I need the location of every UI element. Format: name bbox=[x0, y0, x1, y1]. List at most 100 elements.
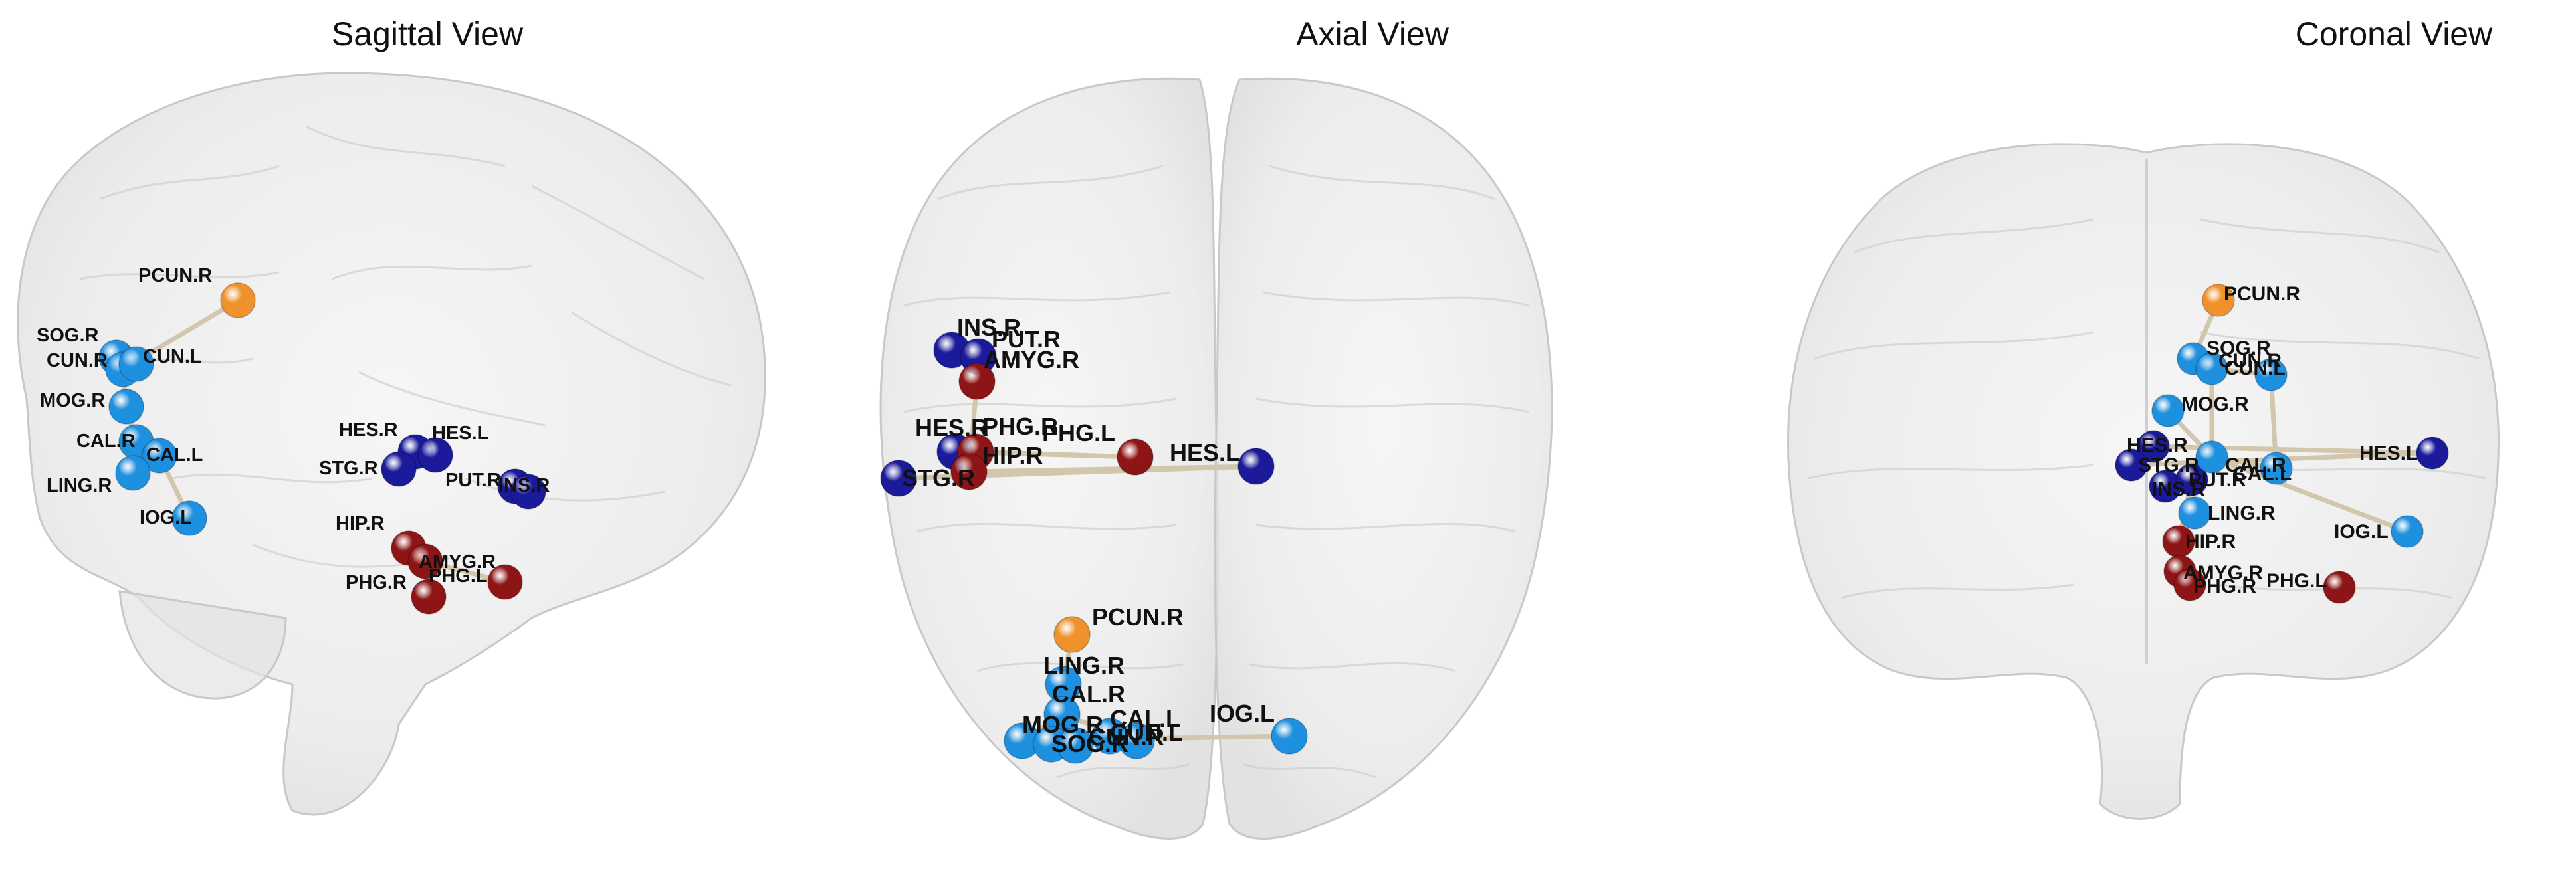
node-cal-l bbox=[142, 438, 177, 474]
gyrus-outline bbox=[172, 473, 373, 484]
nodes bbox=[98, 282, 546, 615]
node-pcun-r bbox=[2202, 284, 2235, 317]
node-label-cun-r: CUN.R bbox=[2218, 350, 2282, 372]
node-label-mog-r: MOG.R bbox=[2181, 393, 2249, 415]
node-label-pcun-r: PCUN.R bbox=[2224, 283, 2300, 305]
labels: INS.RPUT.RAMYG.RHES.RSTG.RPHG.RHIP.RPHG.… bbox=[902, 314, 1275, 757]
node-cun-r bbox=[2195, 352, 2228, 385]
node-phg-l bbox=[2323, 571, 2356, 604]
node-label-hes-r: HES.R bbox=[339, 419, 398, 440]
node-label-iog-l: IOG.L bbox=[2334, 521, 2389, 543]
gyrus-outline bbox=[1854, 218, 2094, 254]
node-label-cal-r: CAL.R bbox=[2225, 454, 2286, 476]
node-label-ling-r: LING.R bbox=[47, 475, 112, 496]
node-cun-l bbox=[2254, 358, 2288, 391]
gyrus-outline bbox=[1262, 291, 1529, 307]
node-label-stg-r: STG.R bbox=[902, 464, 975, 492]
gyrus-outline bbox=[1269, 165, 1496, 201]
node-label-put-r: PUT.R bbox=[445, 470, 501, 491]
node-label-cun-l: CUN.L bbox=[2224, 357, 2286, 379]
node-label-sog-r: SOG.R bbox=[37, 325, 99, 346]
gyrus-outline bbox=[936, 165, 1164, 201]
edge-phg-r-phg-l bbox=[973, 449, 1138, 460]
node-label-pcun-r: PCUN.R bbox=[138, 265, 212, 286]
gyrus-outline bbox=[1807, 464, 2094, 480]
gyrus-outline bbox=[2199, 218, 2440, 254]
node-label-phg-l: PHG.L bbox=[1042, 419, 1115, 446]
gyrus-outline bbox=[465, 477, 665, 502]
node-cal-r bbox=[2195, 440, 2228, 474]
node-label-iog-l: IOG.L bbox=[1210, 700, 1275, 727]
node-label-sog-r: SOG.R bbox=[2206, 338, 2271, 359]
gyrus-outline bbox=[916, 522, 1177, 533]
node-label-hes-l: HES.L bbox=[2359, 442, 2418, 464]
gyrus-outline bbox=[1249, 662, 1456, 672]
edge-hip-r-hes-l bbox=[966, 464, 1259, 474]
node-hes-r bbox=[2137, 430, 2170, 463]
gyrus-outline bbox=[571, 311, 732, 387]
gyrus-outline bbox=[1242, 763, 1376, 779]
node-label-sog-r: SOG.R bbox=[1051, 730, 1128, 757]
node-stg-r bbox=[381, 451, 417, 487]
node-label-cun-r: CUN.R bbox=[1089, 724, 1164, 751]
node-label-cun-r: CUN.R bbox=[47, 350, 108, 371]
gyrus-outline bbox=[1255, 397, 1529, 413]
gyrus-outline bbox=[305, 125, 506, 167]
axial-brain-plot: INS.RPUT.RAMYG.RHES.RSTG.RPHG.RHIP.RPHG.… bbox=[879, 77, 1553, 840]
node-label-hip-r: HIP.R bbox=[336, 513, 385, 534]
view-title: Axial View bbox=[1296, 15, 1449, 52]
node-pcun-r bbox=[220, 282, 256, 318]
node-pcun-r bbox=[1053, 616, 1091, 653]
gyrus-outline bbox=[976, 662, 1184, 672]
gyrus-outline bbox=[2199, 331, 2480, 360]
node-stg-r bbox=[2115, 448, 2148, 482]
node-label-phg-r: PHG.R bbox=[346, 572, 407, 593]
gyrus-outline bbox=[1056, 763, 1190, 779]
node-label-mog-r: MOG.R bbox=[40, 390, 105, 411]
node-hip-r bbox=[950, 453, 988, 490]
node-label-put-r: PUT.R bbox=[992, 326, 1061, 353]
node-label-hes-r: HES.R bbox=[2127, 435, 2188, 456]
node-label-stg-r: STG.R bbox=[2138, 454, 2199, 476]
node-label-ling-r: LING.R bbox=[2208, 502, 2276, 524]
node-label-cal-l: CAL.L bbox=[146, 444, 203, 466]
gyrus-outline bbox=[99, 165, 280, 201]
node-hes-l bbox=[2416, 436, 2449, 470]
node-hes-l bbox=[417, 437, 453, 473]
edge-cal-r-iog-l bbox=[2209, 454, 2410, 534]
node-label-phg-r: PHG.R bbox=[2193, 575, 2256, 597]
node-phg-l bbox=[487, 564, 523, 600]
node-label-cal-l: CAL.L bbox=[1110, 705, 1180, 732]
view-title: Coronal View bbox=[2295, 15, 2493, 52]
node-label-ins-r: INS.R bbox=[957, 314, 1021, 341]
gyrus-outline bbox=[332, 264, 532, 280]
node-phg-l bbox=[1117, 438, 1154, 476]
node-label-put-r: PUT.R bbox=[2189, 469, 2246, 491]
node-cun-l bbox=[1118, 722, 1155, 759]
node-label-ins-r: INS.R bbox=[2152, 478, 2205, 500]
brain-outline-coronal bbox=[1786, 143, 2500, 820]
gyrus-outline bbox=[903, 291, 1170, 307]
gyrus-outline bbox=[531, 185, 705, 280]
node-cun-r bbox=[1057, 727, 1094, 764]
node-label-cal-r: CAL.R bbox=[1052, 680, 1125, 708]
nodes bbox=[880, 332, 1308, 764]
node-cal-l bbox=[2260, 452, 2293, 485]
node-label-hes-l: HES.L bbox=[1170, 439, 1240, 466]
node-label-phg-l: PHG.L bbox=[429, 565, 488, 587]
brain-right-hemisphere bbox=[1214, 77, 1553, 840]
node-put-r bbox=[2175, 463, 2208, 496]
gyrus-outline bbox=[358, 371, 546, 427]
node-amyg-r bbox=[407, 543, 443, 579]
gyrus-outline bbox=[1255, 522, 1516, 533]
nodes bbox=[2115, 284, 2449, 604]
node-phg-r bbox=[411, 579, 447, 615]
node-label-amyg-r: AMYG.R bbox=[984, 346, 1079, 373]
node-label-phg-r: PHG.R bbox=[982, 413, 1058, 440]
node-cun-l bbox=[118, 346, 154, 382]
node-ling-r bbox=[2178, 496, 2211, 530]
